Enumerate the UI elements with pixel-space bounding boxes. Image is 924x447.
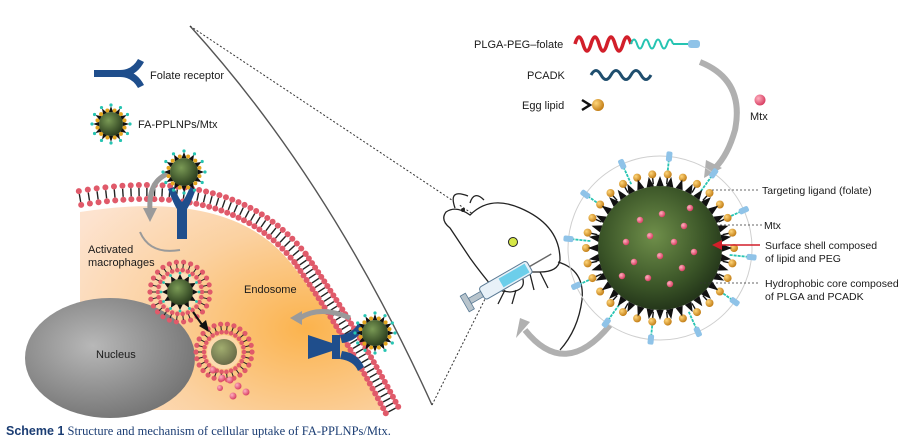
endosome-arrow — [192, 311, 204, 327]
nanoparticle-structure — [563, 151, 757, 345]
mtx-label: Mtx — [750, 111, 768, 123]
membrane-receptor-right — [308, 323, 364, 371]
nanoparticle-right — [353, 311, 397, 355]
uptake-arrowhead-top — [143, 208, 157, 222]
egg-lipid-tail — [581, 98, 593, 112]
egg-lipid-label: Egg lipid — [522, 100, 564, 112]
plga-peg-folate-label: PLGA-PEG–folate — [474, 39, 563, 51]
plga-peg-folate-chain-teal — [630, 38, 674, 50]
shell-label-1: Surface shell composed — [765, 240, 877, 252]
legend-folate-receptor — [94, 59, 144, 88]
receptor-arrow — [139, 231, 181, 252]
folate-head — [688, 40, 700, 48]
uptake-arrow-right — [298, 309, 351, 321]
np-mtx-label: Mtx — [764, 220, 782, 232]
figure-caption: Scheme 1 Structure and mechanism of cell… — [6, 424, 906, 439]
assembly-arrowhead — [704, 160, 722, 178]
activated-label-1: Activated — [88, 244, 133, 256]
legend-nanoparticle-icon — [90, 103, 132, 145]
zoom-arc — [189, 25, 433, 406]
zoom-guide-top — [189, 25, 513, 241]
mtx-molecule — [754, 94, 766, 106]
membrane-receptor-top — [168, 187, 196, 239]
legend-folate-receptor-label: Folate receptor — [150, 70, 224, 82]
shell-label-2: of lipid and PEG — [765, 253, 841, 265]
released-mtx — [209, 366, 250, 400]
caption-text: Structure and mechanism of cellular upta… — [64, 424, 391, 438]
egg-lipid-head — [592, 99, 604, 111]
endosome-vesicle-1 — [147, 259, 213, 325]
pcadk-chain — [589, 69, 653, 81]
activated-label-2: macrophages — [88, 257, 155, 269]
plga-peg-folate-chain-red — [573, 35, 633, 53]
injection-arrowhead — [516, 318, 530, 338]
legend-nanoparticle-label: FA-PPLNPs/Mtx — [138, 119, 218, 131]
injection-site — [508, 237, 518, 247]
mouse-eye — [461, 208, 465, 212]
endosome-arrowhead — [199, 320, 209, 332]
injection-arrow — [522, 323, 613, 357]
uptake-arrowhead-right — [290, 311, 302, 325]
nucleus — [25, 298, 195, 418]
endosome-label: Endosome — [244, 284, 297, 296]
core-label-2: of PLGA and PCADK — [765, 291, 864, 303]
nanoparticle-top — [161, 149, 207, 195]
macrophage-cell: Nucleus Activated macrophages Endosome — [25, 181, 402, 418]
caption-label: Scheme 1 — [6, 424, 65, 438]
targeting-ligand-label: Targeting ligand (folate) — [762, 185, 872, 197]
assembly-arrow — [698, 59, 740, 171]
leader-shell-arrowhead — [712, 240, 722, 250]
nucleus-label: Nucleus — [96, 349, 136, 361]
uptake-arrow-top — [147, 170, 171, 211]
pcadk-label: PCADK — [527, 70, 566, 82]
core-label-1: Hydrophobic core composed — [765, 278, 899, 290]
syringe — [459, 253, 552, 313]
